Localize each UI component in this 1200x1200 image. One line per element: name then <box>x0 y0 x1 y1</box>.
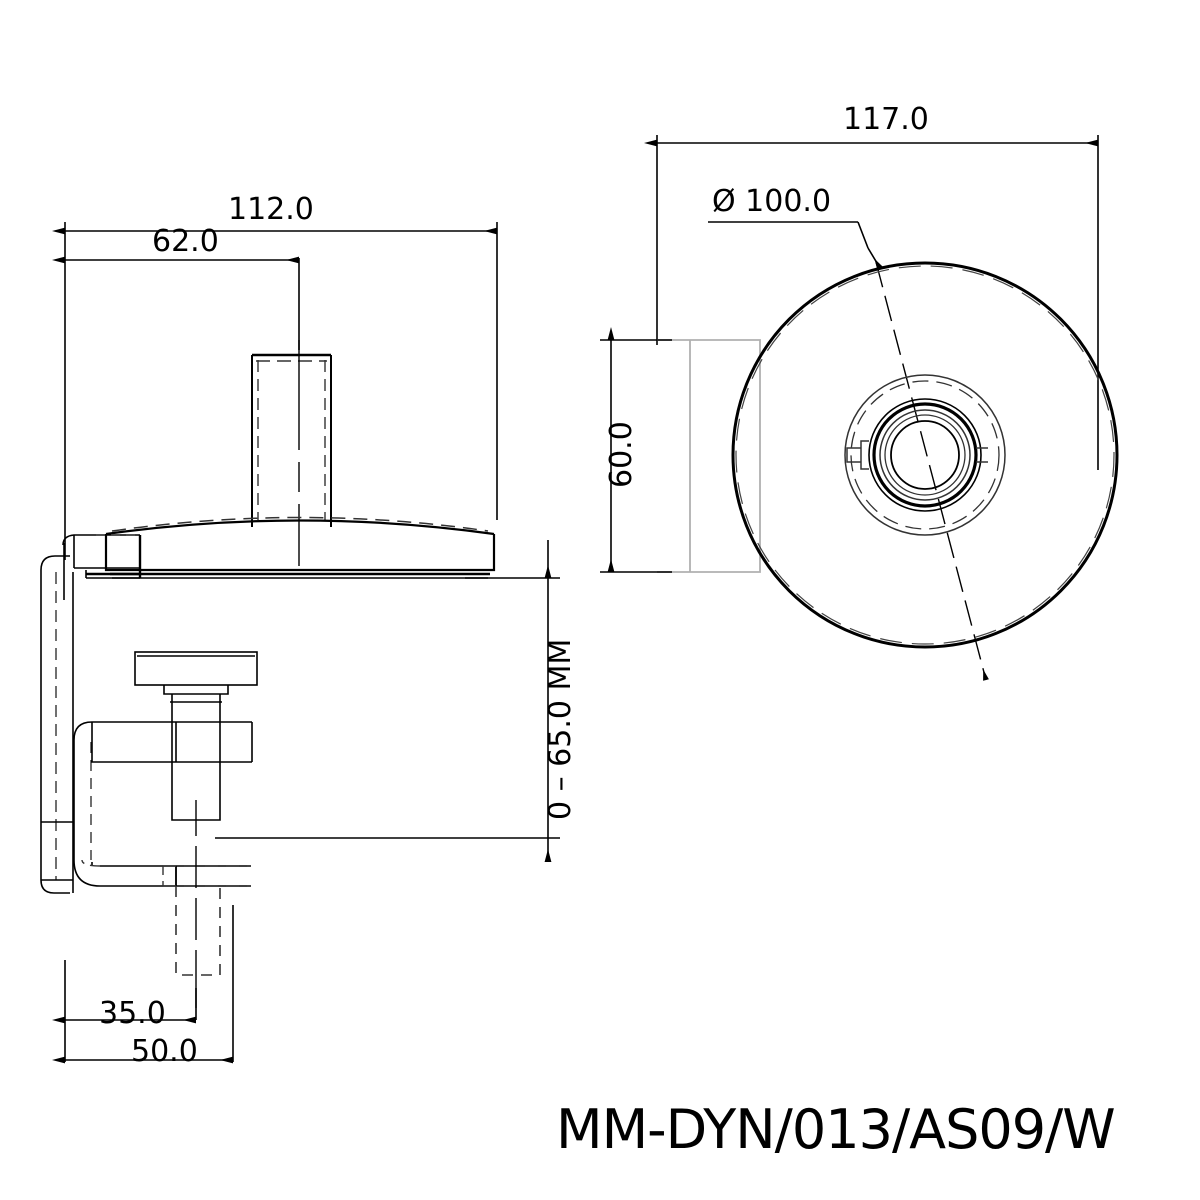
hub-slot-right <box>976 447 988 463</box>
front-extension-lines <box>656 135 1099 470</box>
front-plan-view <box>600 135 1119 681</box>
dimension-label-35: 35.0 <box>99 996 166 1031</box>
clamp-thumb-knob <box>134 651 258 762</box>
central-hub-rings <box>844 374 1006 536</box>
dimension-label-112: 112.0 <box>228 192 314 227</box>
diameter-leader-100 <box>708 221 883 270</box>
clamp-lower-bolt <box>162 865 251 976</box>
clamp-upper-jaw <box>73 721 253 860</box>
dimension-label-62: 62.0 <box>152 224 219 259</box>
dimension-line-60 <box>600 327 672 573</box>
dimension-label-diameter-100: Ø 100.0 <box>712 184 832 219</box>
dimension-label-117: 117.0 <box>843 102 929 137</box>
dimension-label-50: 50.0 <box>131 1034 198 1069</box>
diameter-section-line <box>875 261 989 681</box>
base-lip-detail <box>62 534 142 600</box>
side-elevation-view <box>40 222 560 1064</box>
dimension-label-60: 60.0 <box>604 421 639 488</box>
part-number-label: MM-DYN/013/AS09/W <box>556 1098 1116 1161</box>
side-extension-lines <box>64 222 498 560</box>
clamp-back-arm <box>40 555 74 894</box>
bottom-extension-lines <box>64 905 234 1062</box>
dimension-label-0-65: 0 – 65.0 MM <box>543 638 578 820</box>
base-disc-outer-circle <box>731 261 1119 649</box>
base-disc-profile <box>104 516 496 579</box>
wall-bracket-block <box>657 339 761 573</box>
hub-key-tab <box>846 440 869 470</box>
dimension-line-0-65 <box>215 540 560 862</box>
stem-column <box>251 353 332 527</box>
